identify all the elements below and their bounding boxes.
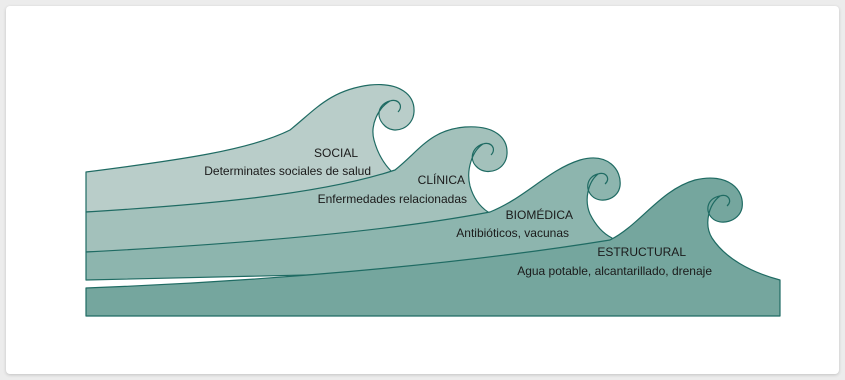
wave-biomedica-title: BIOMÉDICA bbox=[506, 207, 573, 222]
wave-clinica-shape bbox=[85, 126, 508, 253]
wave-clinica-curl bbox=[482, 142, 495, 156]
wave-estructural-subtitle: Agua potable, alcantarillado, drenaje bbox=[517, 264, 712, 278]
wave-estructural-title: ESTRUCTURAL bbox=[597, 245, 686, 259]
wave-biomedica-subtitle: Antibióticos, vacunas bbox=[456, 226, 569, 240]
wave-social-title: SOCIAL bbox=[314, 146, 358, 160]
wave-biomedica bbox=[85, 157, 621, 281]
wave-estructural bbox=[85, 177, 781, 317]
wave-social-subtitle: Determinates sociales de salud bbox=[204, 164, 371, 178]
wave-social-curl bbox=[389, 99, 402, 113]
wave-clinica-subtitle: Enfermedades relacionadas bbox=[318, 192, 467, 206]
wave-estructural-curl bbox=[719, 194, 731, 207]
wave-clinica-title: CLÍNICA bbox=[418, 172, 465, 187]
wave-social bbox=[85, 83, 415, 213]
wave-estructural-shape bbox=[85, 177, 781, 317]
wave-biomedica-curl bbox=[597, 172, 609, 185]
wave-social-shape bbox=[85, 83, 415, 213]
wave-biomedica-shape bbox=[85, 157, 621, 281]
wave-clinica bbox=[85, 126, 508, 253]
